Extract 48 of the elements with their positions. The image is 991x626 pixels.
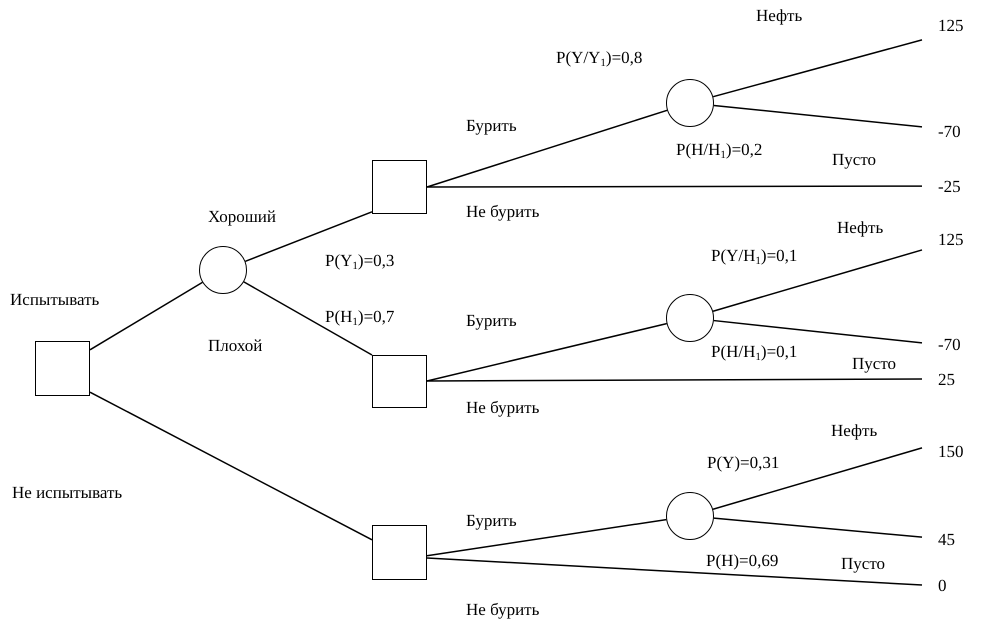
edge-label: Хороший — [208, 207, 276, 227]
branch-line — [426, 322, 667, 382]
branch-line — [245, 211, 372, 262]
branch-line — [714, 320, 922, 344]
branch-line — [90, 391, 372, 541]
branch-line — [426, 518, 666, 557]
decision-square — [35, 341, 90, 396]
branch-note: Нефть — [837, 218, 884, 238]
branch-line — [426, 110, 668, 188]
branch-line — [712, 249, 922, 312]
branch-line — [714, 104, 922, 128]
branch-note: Нефть — [756, 6, 802, 26]
payoff-value: -25 — [938, 177, 961, 197]
branch-note: P(H$_{1}$)=0,7 — [325, 307, 394, 327]
payoff-value: 0 — [938, 576, 946, 596]
payoff-value: 125 — [938, 16, 964, 36]
chance-circle — [199, 246, 247, 294]
branch-line — [90, 282, 203, 350]
chance-circle — [666, 492, 714, 540]
branch-line — [714, 517, 922, 538]
payoff-value: 150 — [938, 442, 964, 462]
branch-note: P(Y$_{1}$)=0,3 — [325, 251, 394, 271]
edge-label: Не бурить — [466, 202, 540, 222]
payoff-value: 45 — [938, 530, 955, 550]
decision-square — [372, 160, 427, 214]
branch-note: P(H/H$_{1}$)=0,1 — [711, 342, 798, 362]
payoff-value: -70 — [938, 122, 961, 142]
branch-line — [427, 185, 922, 188]
branch-note: P(H/H$_{1}$)=0,2 — [676, 140, 762, 160]
branch-note: P(Y)=0,31 — [707, 453, 780, 473]
branch-line — [712, 447, 922, 510]
edge-label: Не бурить — [466, 398, 540, 418]
branch-line — [712, 39, 922, 98]
payoff-value: 25 — [938, 370, 955, 390]
chance-circle — [666, 79, 714, 127]
branch-note: Нефть — [831, 421, 878, 441]
payoff-value: -70 — [938, 335, 961, 355]
branch-line — [427, 378, 922, 382]
branch-line — [426, 557, 922, 586]
branch-note: P(Y/H$_{1}$)=0,1 — [711, 246, 798, 266]
chance-circle — [666, 294, 714, 342]
payoff-value: 125 — [938, 230, 964, 250]
branch-note: P(H)=0,69 — [706, 551, 778, 571]
branch-line — [243, 281, 372, 356]
edge-label: Не бурить — [466, 600, 540, 620]
branch-note: P(Y/Y$_{1}$)=0,8 — [556, 48, 642, 68]
decision-square — [372, 355, 427, 408]
decision-square — [372, 525, 427, 580]
